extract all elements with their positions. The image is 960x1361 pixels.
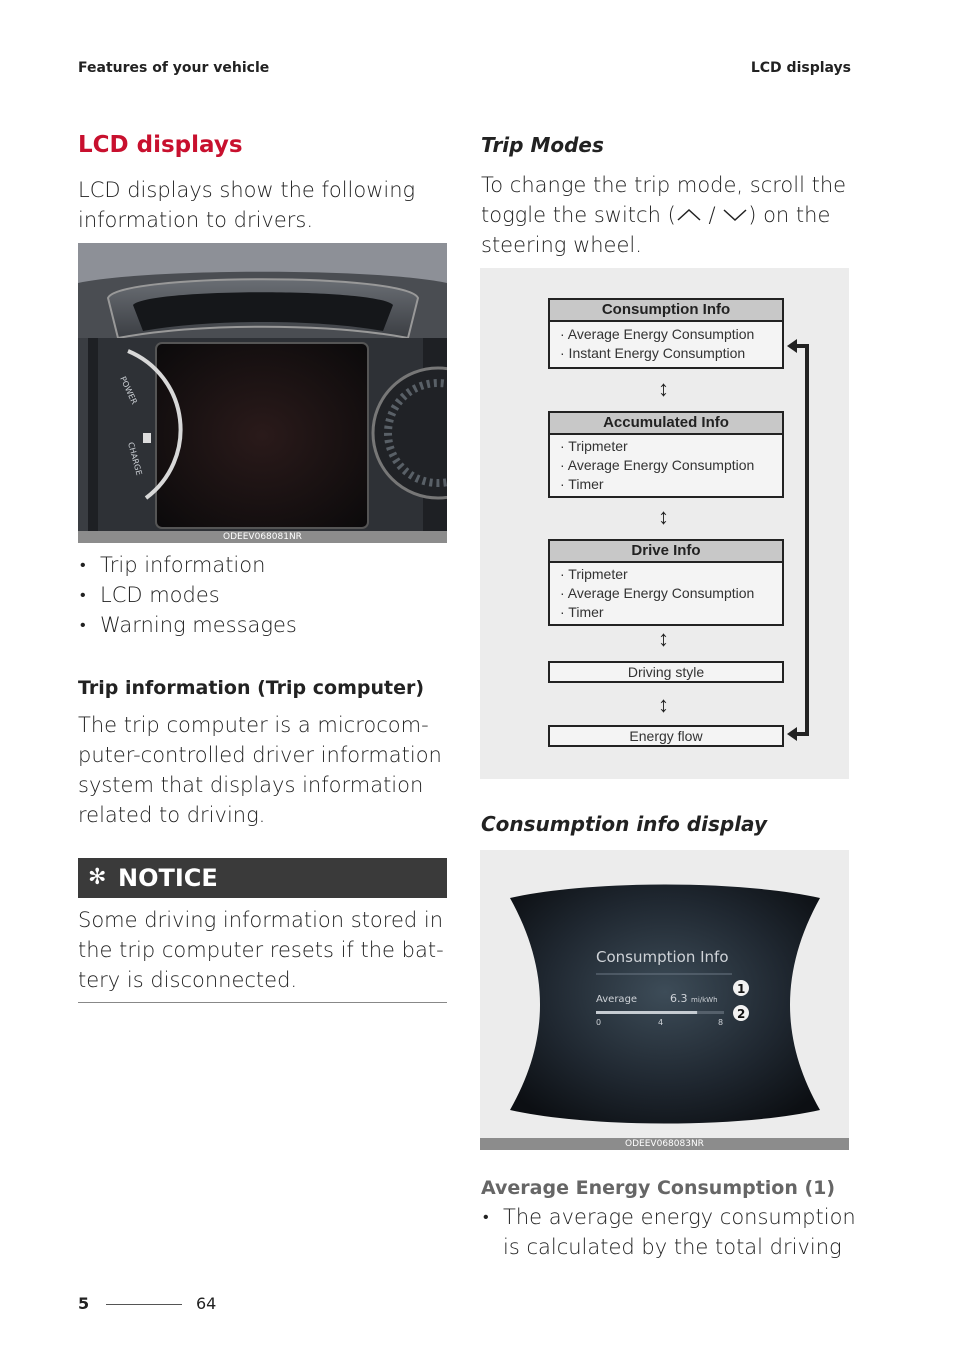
figure-caption: ODEEV068081NR (78, 531, 447, 543)
cluster-photo: POWER CHARGE ODEEV068081NR (78, 243, 447, 543)
page-number: 64 (196, 1294, 217, 1313)
list-item: LCD modes (78, 580, 448, 610)
paragraph-line: The average energy consumption (503, 1205, 856, 1229)
intro-line: information to drivers. (78, 208, 314, 232)
updown-arrow-icon: ↕ (658, 692, 669, 717)
text-fragment: ) on the (748, 203, 831, 227)
box-title: Accumulated Info (550, 413, 782, 435)
lcd-scale-min: 0 (596, 1018, 601, 1027)
paragraph-line: is calculated by the total driving (503, 1235, 842, 1259)
section-number: 5 (78, 1294, 90, 1313)
paragraph-line: To change the trip mode, scroll the (481, 173, 847, 197)
box-item: · Average Energy Consumption (560, 457, 755, 473)
callout-marker-2: 2 (737, 1007, 745, 1021)
lcd-title: Consumption Info (596, 948, 729, 966)
box-item: · Instant Energy Consumption (560, 345, 746, 361)
figure-caption: ODEEV068083NR (480, 1138, 849, 1150)
running-header-left: Features of your vehicle (78, 60, 270, 76)
footer-rule (106, 1304, 182, 1305)
running-header-right: LCD displays (750, 60, 851, 76)
box-item: · Average Energy Consumption (560, 585, 755, 601)
box-item: · Timer (560, 604, 604, 620)
lcd-scale-max: 8 (718, 1018, 723, 1027)
trip-info-heading: Trip information (Trip computer) (78, 677, 425, 699)
box-title: Drive Info (550, 541, 782, 563)
notice-banner: ✻ NOTICE (78, 858, 447, 898)
loop-arrow-icon (787, 339, 809, 741)
asterisk-icon: ✻ (88, 865, 107, 890)
notice-divider (78, 1002, 447, 1003)
driving-style-box: Driving style (548, 661, 784, 683)
intro-line: LCD displays show the following (78, 178, 416, 202)
drive-info-box: Drive Info · Tripmeter · Average Energy … (548, 539, 784, 626)
lcd-scale-mid: 4 (658, 1018, 663, 1027)
lcd-average-unit: mi/kWh (691, 996, 718, 1004)
updown-arrow-icon: ↕ (658, 626, 669, 651)
notice-text: Some driving information stored in the t… (78, 905, 450, 995)
box-item: · Average Energy Consumption (560, 326, 755, 342)
consumption-display-photo: Consumption Info Average 6.3 mi/kWh 0 4 … (480, 850, 849, 1150)
lcd-average-value: 6.3 (670, 992, 688, 1005)
box-item: · Timer (560, 476, 604, 492)
box-title: Consumption Info (550, 300, 782, 322)
accumulated-info-box: Accumulated Info · Tripmeter · Average E… (548, 411, 784, 498)
paragraph-line: related to driving. (78, 803, 266, 827)
cluster-illustration: POWER CHARGE (78, 243, 447, 543)
bullet-dot: • (483, 1207, 489, 1226)
lcd-illustration: Consumption Info Average 6.3 mi/kWh 0 4 … (510, 884, 820, 1124)
chevron-down-icon (723, 209, 747, 222)
paragraph-line: the trip computer resets if the bat- (78, 938, 444, 962)
box-item: · Tripmeter (560, 566, 628, 582)
lcd-info-list: Trip information LCD modes Warning messa… (78, 550, 448, 640)
text-fragment: toggle the switch ( (481, 203, 676, 227)
chevron-up-icon (677, 208, 701, 221)
updown-arrow-icon: ↕ (658, 504, 669, 529)
trip-modes-paragraph: To change the trip mode, scroll the togg… (481, 170, 861, 260)
section-title: LCD displays (78, 132, 243, 158)
paragraph-line: tery is disconnected. (78, 968, 298, 992)
trip-modes-diagram: Consumption Info · Average Energy Consum… (480, 268, 849, 779)
paragraph-line: Some driving information stored in (78, 908, 444, 932)
list-item: • The average energy consumption is calc… (481, 1202, 861, 1262)
intro-paragraph: LCD displays show the following informat… (78, 175, 448, 235)
list-item: Warning messages (78, 610, 448, 640)
updown-arrow-icon: ↕ (658, 376, 669, 401)
consumption-info-box: Consumption Info · Average Energy Consum… (548, 298, 784, 369)
lcd-average-label: Average (596, 994, 637, 1005)
trip-info-paragraph: The trip computer is a microcom- puter-c… (78, 710, 450, 830)
paragraph-line: steering wheel. (481, 233, 642, 257)
paragraph-line: toggle the switch ( / ) on the (481, 200, 861, 230)
box-item: · Tripmeter (560, 438, 628, 454)
avg-consumption-bullet: • The average energy consumption is calc… (481, 1202, 861, 1262)
list-item: Trip information (78, 550, 448, 580)
paragraph-line: puter-controlled driver information (78, 743, 442, 767)
paragraph-line: The trip computer is a microcom- (78, 713, 429, 737)
notice-title: NOTICE (118, 864, 218, 892)
text-fragment: / (701, 203, 723, 227)
lcd-average-bar (596, 1011, 698, 1014)
paragraph-line: system that displays information (78, 773, 424, 797)
energy-flow-box: Energy flow (548, 725, 784, 747)
consumption-display-heading: Consumption info display (481, 812, 767, 836)
avg-consumption-heading: Average Energy Consumption (1) (481, 1177, 836, 1199)
trip-modes-heading: Trip Modes (481, 133, 604, 157)
callout-marker-1: 1 (737, 982, 745, 996)
